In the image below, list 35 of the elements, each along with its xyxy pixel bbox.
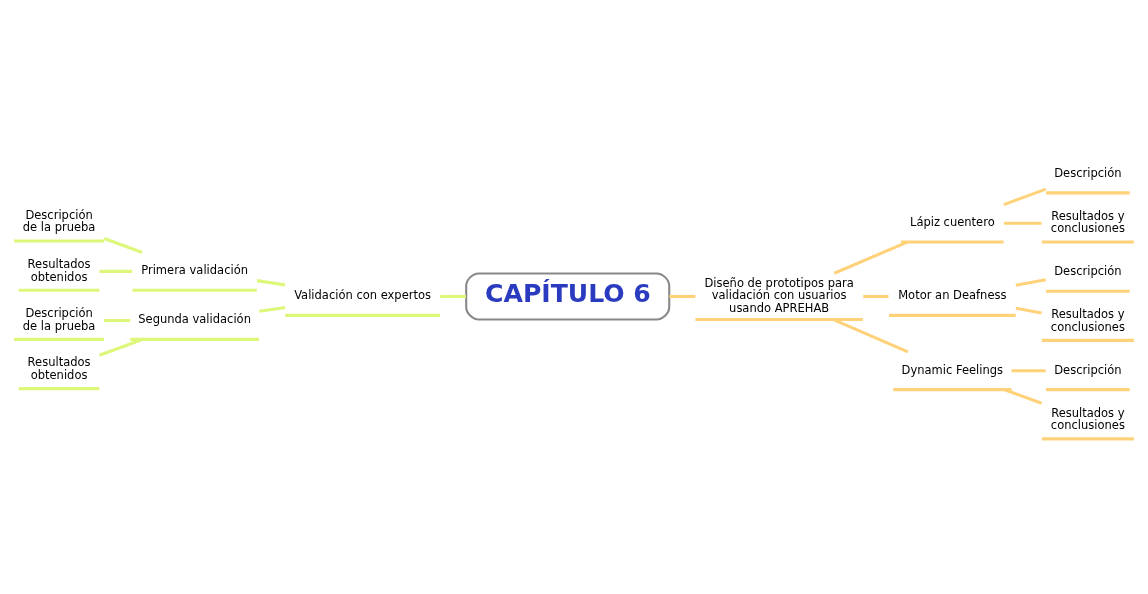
connector [1004,388,1043,405]
connector [256,279,286,287]
connector [259,306,286,313]
connector [863,294,889,299]
connector [104,319,131,323]
connector [103,236,143,254]
node-text: Descripción [1054,264,1122,279]
node-text: Descripción de la prueba [22,207,96,235]
node-text: Dynamic Feelings [901,362,1004,377]
node-text: Resultados y conclusiones [1050,208,1125,236]
node-text: Descripción de la prueba [22,306,96,333]
connector [1003,187,1047,207]
node-text: Diseño de prototipos para validación con usuarios usando APREHAB [704,275,854,315]
node-text: Descripción [1054,165,1122,180]
connector [99,269,133,273]
connector [1015,306,1042,315]
node-text: Segunda validación [138,312,251,327]
node-text: Resultados y conclusiones [1050,307,1125,334]
connector [832,318,909,354]
connector [833,240,908,275]
node-text: Resultados obtenidos [27,355,91,382]
connector [1015,278,1047,287]
node-box: CAPÍTULO 6 [465,272,671,321]
node-text: Primera validación [141,263,249,278]
node-text: Resultados y conclusiones [1050,405,1125,433]
connector [1011,369,1046,373]
connector [669,294,696,299]
connector [98,338,143,357]
connector [1003,221,1042,225]
node-text: Validación con expertos [294,288,432,303]
connector [440,294,466,299]
node-text: Descripción [1054,362,1122,377]
node-text: Motor an Deafness [898,288,1007,303]
node-text: Lápiz cuentero [909,215,995,230]
node-text: Resultados obtenidos [27,257,91,284]
